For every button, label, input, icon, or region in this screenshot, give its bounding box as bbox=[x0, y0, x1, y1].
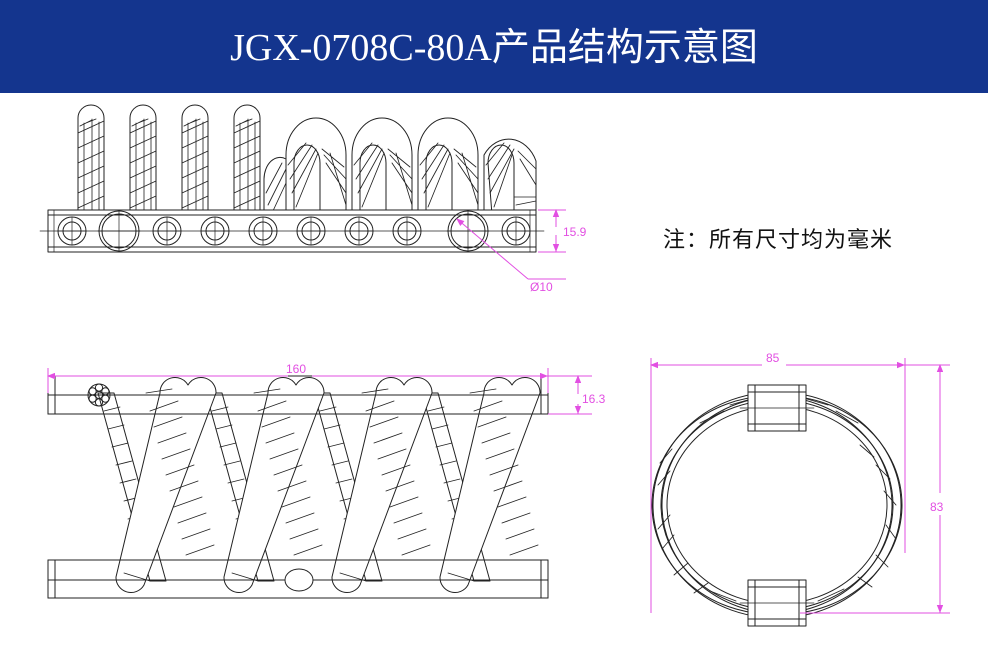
top-view-strand-group-left bbox=[77, 104, 261, 216]
front-view-top-bar bbox=[47, 375, 549, 415]
dimension-label: 160 bbox=[286, 362, 306, 376]
rope-strand bbox=[129, 104, 157, 216]
rope-diagonal-front bbox=[331, 376, 433, 594]
rope-arch bbox=[285, 117, 347, 216]
dimension-label: 85 bbox=[766, 351, 780, 365]
rope-strand bbox=[233, 104, 261, 216]
top-view-mounting-bar bbox=[39, 209, 545, 253]
dimension-side-view-height: 83 bbox=[800, 364, 950, 614]
dimension-label: 16.3 bbox=[582, 392, 606, 406]
rope-strand bbox=[77, 104, 105, 216]
dimension-label: Ø10 bbox=[530, 280, 553, 294]
front-view-coil bbox=[97, 376, 541, 594]
hole bbox=[392, 216, 422, 246]
rope-cross-section-icon bbox=[87, 383, 111, 407]
dimension-top-view-bar-height: 15.9 bbox=[538, 209, 587, 253]
dimension-front-view-bar-height: 16.3 bbox=[548, 375, 606, 415]
hole bbox=[152, 216, 182, 246]
side-view-clamp-top bbox=[739, 384, 815, 432]
rope-arch bbox=[351, 117, 413, 216]
oval-hole bbox=[284, 568, 314, 592]
rope-diagonal-front bbox=[439, 376, 541, 594]
page-title: JGX-0708C-80A产品结构示意图 bbox=[230, 27, 758, 69]
hole-large bbox=[446, 209, 490, 253]
rope-arch bbox=[483, 138, 537, 216]
rope-diagonal-front bbox=[115, 376, 217, 594]
dimension-label: 83 bbox=[930, 500, 944, 514]
side-view-clamp-bottom bbox=[739, 579, 815, 627]
title-banner: JGX-0708C-80A产品结构示意图 bbox=[0, 0, 988, 93]
technical-drawing: 15.9 Ø10 160 16.3 bbox=[39, 104, 950, 627]
rope-strand bbox=[181, 104, 209, 216]
side-view bbox=[651, 384, 903, 627]
rope-diagonal-front bbox=[223, 376, 325, 594]
hole-large bbox=[97, 209, 141, 253]
top-view-arch-group bbox=[263, 117, 537, 216]
dimension-front-view-length: 160 bbox=[47, 362, 549, 393]
dimension-hole-diameter: Ø10 bbox=[456, 218, 566, 294]
front-view-bottom-bar bbox=[47, 559, 549, 599]
top-view bbox=[39, 104, 545, 253]
hole bbox=[344, 216, 374, 246]
hole bbox=[296, 216, 326, 246]
dimension-label: 15.9 bbox=[563, 225, 587, 239]
rope-arch bbox=[417, 117, 479, 216]
rope-arch bbox=[263, 156, 287, 216]
front-view bbox=[47, 375, 549, 599]
hole bbox=[501, 216, 531, 246]
hole bbox=[200, 216, 230, 246]
dimension-unit-note: 注：所有尺寸均为毫米 bbox=[663, 227, 894, 252]
hole bbox=[248, 216, 278, 246]
dimension-layer: 15.9 Ø10 160 16.3 bbox=[47, 209, 950, 614]
hole bbox=[57, 216, 87, 246]
